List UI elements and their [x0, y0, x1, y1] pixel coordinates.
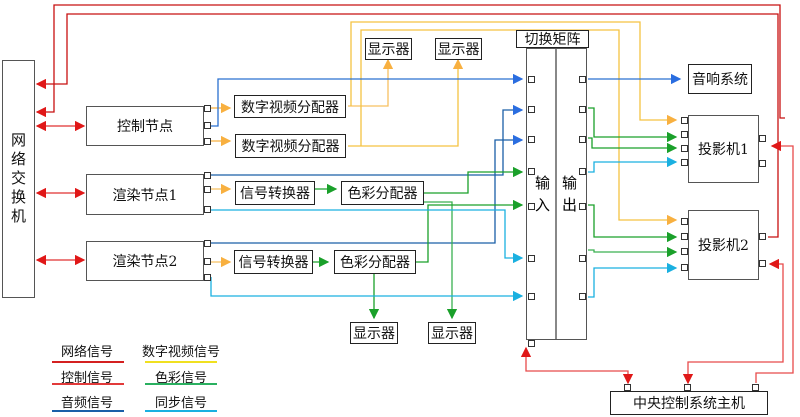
proj1-port	[759, 160, 766, 167]
matrix-out-port	[579, 76, 586, 83]
matrix-input-label: 输入	[535, 174, 551, 214]
legend-digital-video-line	[145, 361, 217, 363]
display-bottom-1: 显示器	[350, 322, 398, 344]
color-distributor-1: 色彩分配器	[341, 181, 424, 205]
projector-1: 投影机1	[688, 115, 759, 183]
signal-converter-2: 信号转换器	[234, 250, 313, 274]
matrix-in-port	[528, 106, 535, 113]
port	[204, 122, 211, 129]
legend-network-line	[52, 361, 124, 363]
proj1-port	[681, 117, 688, 124]
dv-distributor-1: 数字视频分配器	[234, 95, 346, 118]
port	[204, 172, 211, 179]
color-links	[307, 107, 678, 320]
network-links	[35, 4, 785, 266]
matrix-in-port	[528, 203, 535, 210]
matrix-in-port	[528, 293, 535, 300]
legend-audio-line	[52, 410, 124, 412]
port	[204, 258, 211, 265]
matrix-in-port	[528, 255, 535, 262]
control-node: 控制节点	[86, 106, 204, 146]
projector-2: 投影机2	[688, 210, 759, 280]
link-host-proj2	[682, 258, 784, 385]
render-node-2: 渲染节点2	[86, 241, 204, 281]
proj1-port	[759, 135, 766, 142]
legend-color-line	[145, 383, 217, 385]
legend-audio: 音频信号	[60, 396, 113, 411]
port	[204, 138, 211, 145]
color-distributor-2: 色彩分配器	[334, 250, 416, 274]
signal-converter-1: 信号转换器	[235, 181, 315, 205]
legend-control: 控制信号	[60, 371, 113, 386]
proj2-port	[681, 248, 688, 255]
port	[204, 105, 211, 112]
host-port	[684, 384, 691, 391]
display-top-2: 显示器	[435, 38, 482, 60]
matrix-out-port	[579, 106, 586, 113]
proj2-port	[759, 233, 766, 240]
proj2-port	[681, 218, 688, 225]
matrix-out-port	[579, 136, 586, 143]
display-top-1: 显示器	[365, 38, 412, 60]
port	[204, 240, 211, 247]
matrix-in-port	[528, 136, 535, 143]
port	[204, 274, 211, 281]
host-port	[752, 384, 759, 391]
link-host-proj1	[755, 140, 794, 383]
matrix-out-port	[579, 293, 586, 300]
legend-control-line	[52, 383, 124, 385]
switch-matrix-title: 切换矩阵	[516, 30, 589, 48]
proj1-port	[681, 159, 688, 166]
legend-network: 网络信号	[60, 345, 113, 360]
matrix-out-port	[579, 168, 586, 175]
central-control-host: 中央控制系统主机	[610, 391, 768, 415]
legend-color: 色彩信号	[154, 371, 207, 386]
link-switch-proj1	[35, 4, 785, 119]
proj2-port	[681, 233, 688, 240]
link-matrix-host	[520, 346, 634, 385]
audio-system: 音响系统	[688, 64, 752, 94]
network-switch: 网络交换机	[2, 60, 35, 298]
proj2-port	[681, 264, 688, 271]
matrix-output-label: 输出	[562, 174, 578, 214]
switch-matrix	[526, 48, 587, 340]
matrix-ctrl-port	[528, 340, 535, 347]
display-bottom-2: 显示器	[428, 322, 476, 344]
legend-sync-line	[145, 410, 217, 412]
proj2-port	[759, 260, 766, 267]
render-node-1: 渲染节点1	[86, 174, 204, 215]
proj1-port	[681, 145, 688, 152]
port	[204, 206, 211, 213]
matrix-out-port	[579, 255, 586, 262]
matrix-out-port	[579, 203, 586, 210]
legend-digital-video: 数字视频信号	[141, 345, 220, 360]
dv-distributor-2: 数字视频分配器	[235, 134, 346, 158]
link-switch-proj2	[35, 13, 779, 238]
legend-sync: 同步信号	[154, 396, 207, 411]
sync-links	[210, 156, 678, 302]
proj1-port	[681, 131, 688, 138]
digital-video-links	[211, 21, 678, 268]
audio-links	[211, 73, 682, 244]
host-port	[624, 384, 631, 391]
matrix-in-port	[528, 168, 535, 175]
control-links	[520, 140, 794, 385]
matrix-in-port	[528, 76, 535, 83]
port	[204, 186, 211, 193]
